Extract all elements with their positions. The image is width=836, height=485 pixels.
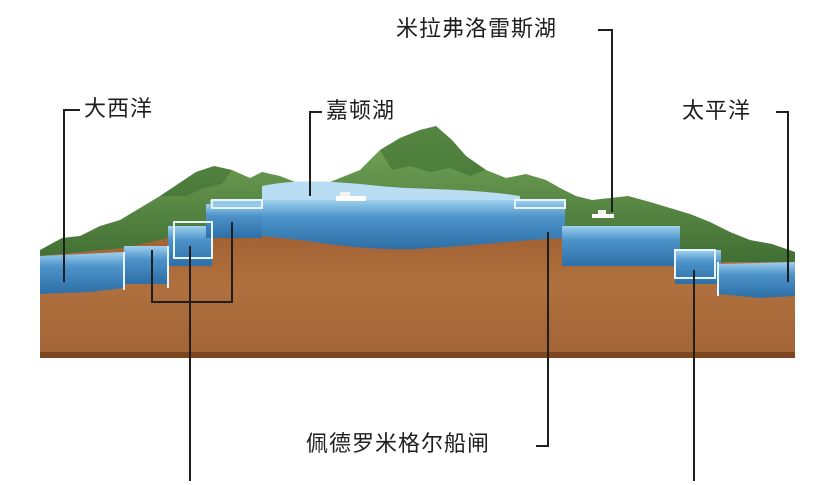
label-miraflores-lake: 米拉弗洛雷斯湖 [396,17,558,42]
gatun-lock-step-3 [206,204,262,238]
gatun-locks-bracket [151,222,233,303]
gatun-lock-step-1 [124,246,168,284]
small-ship [592,210,614,218]
pacific-water [718,262,795,298]
mountain-shading [380,126,486,176]
gatun-lake-leader [309,111,322,196]
lock-gates [123,199,719,296]
mountain-shading-left [160,166,232,196]
label-gatun-lake: 嘉顿湖 [326,99,396,124]
label-atlantic: 大西洋 [84,97,154,122]
miraflores-lake-water [562,226,680,266]
ship [336,192,366,201]
label-pacific: 太平洋 [682,99,752,124]
label-pedro-miguel-locks: 佩德罗米格尔船闸 [306,432,491,457]
earth-base-line [40,352,795,358]
pacific-leader [776,111,789,282]
miraflores-lake-leader [598,29,613,212]
gatun-lake-water [210,200,565,250]
gatun-lake-surface [262,181,520,206]
atlantic-leader [63,109,80,282]
atlantic-water [40,252,124,294]
pedro-miguel-leader [536,232,549,447]
leader-lines [63,29,789,481]
